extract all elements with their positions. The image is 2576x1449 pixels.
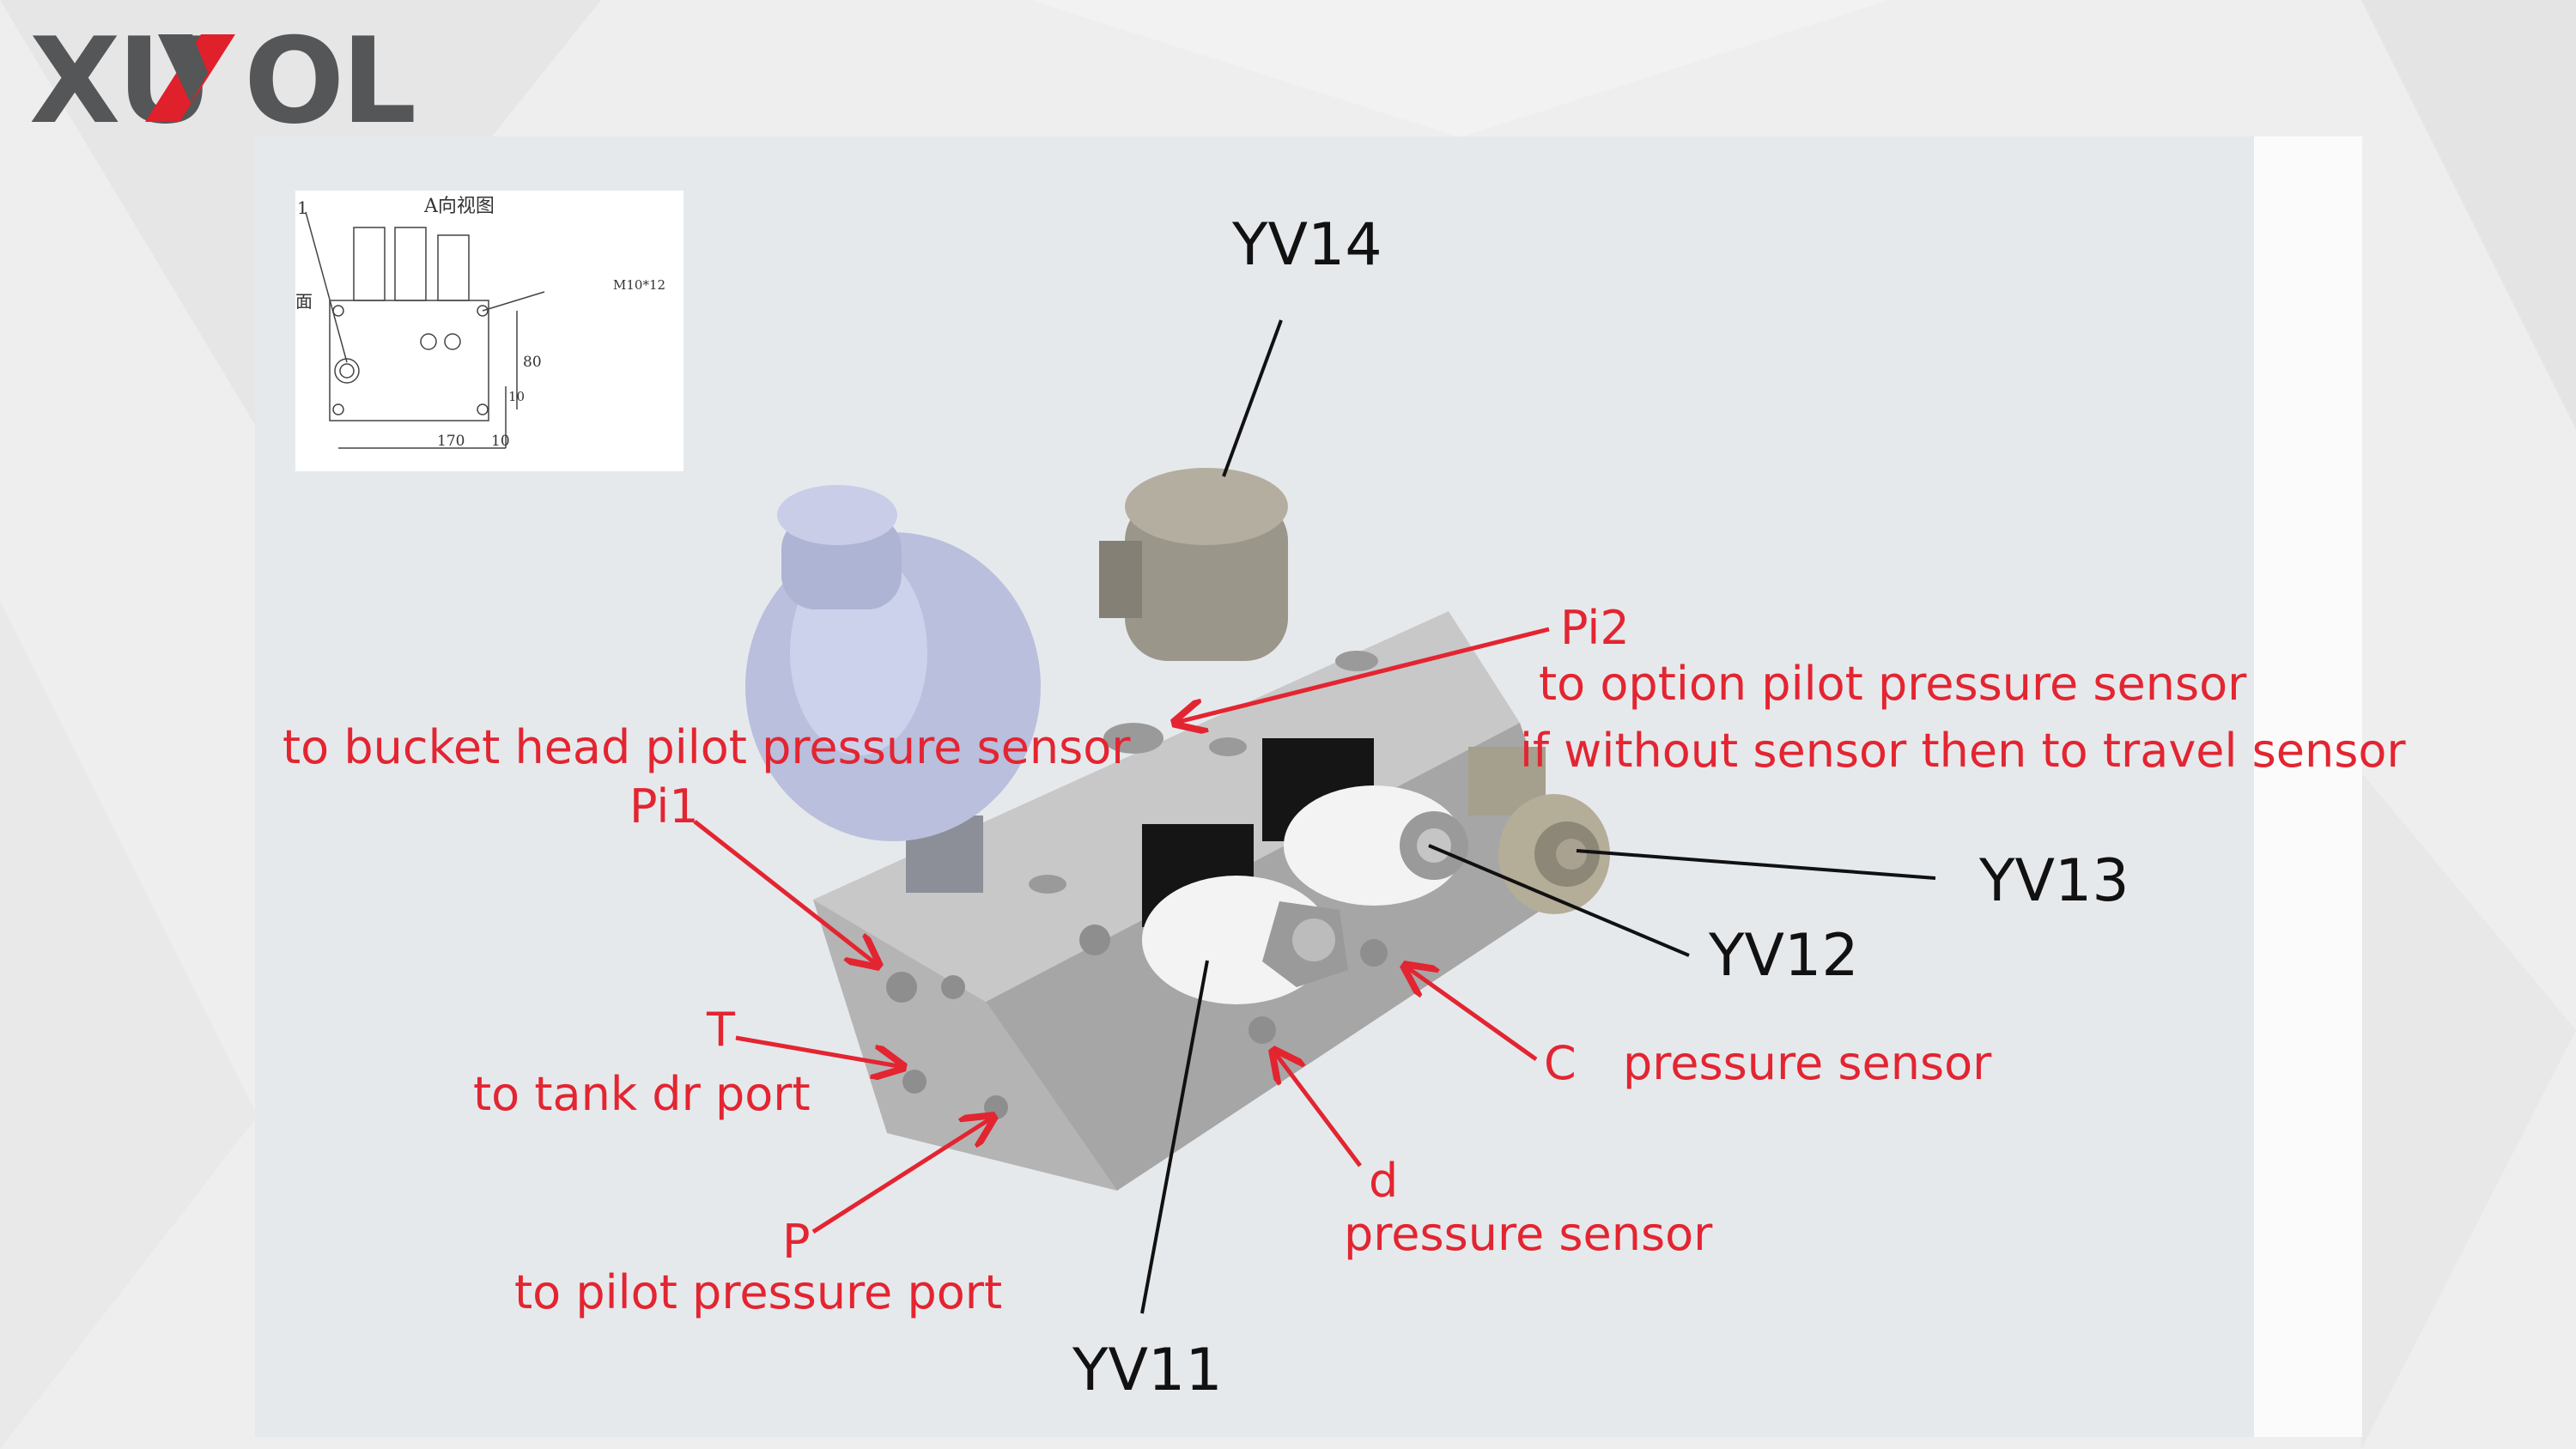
label-t: T bbox=[707, 1003, 735, 1057]
label-pi2-desc2: if without sensor then to travel sensor bbox=[1520, 724, 2406, 778]
inset-dim-small: 10 bbox=[508, 389, 525, 404]
label-pi2: Pi2 bbox=[1560, 601, 1630, 655]
inset-side-label: 面 bbox=[295, 291, 313, 312]
side-strip bbox=[2254, 136, 2362, 1437]
label-c-desc: pressure sensor bbox=[1623, 1036, 1992, 1090]
xuvol-logo: XU OL bbox=[29, 26, 417, 133]
dimension-drawing-inset: A向视图 1 面 M10*12 170 10 80 10 bbox=[295, 191, 683, 471]
label-yv12: YV12 bbox=[1709, 922, 1859, 990]
label-d-desc: pressure sensor bbox=[1344, 1207, 1713, 1261]
black-leader-lines bbox=[1140, 319, 1936, 1314]
label-pi1: Pi1 bbox=[629, 779, 699, 834]
inset-dim-offset: 10 bbox=[491, 433, 510, 450]
label-p: P bbox=[782, 1215, 811, 1269]
solenoid-yv12 bbox=[1262, 738, 1468, 906]
label-pi1-desc: to bucket head pilot pressure sensor bbox=[283, 720, 1131, 774]
label-yv11: YV11 bbox=[1072, 1337, 1223, 1404]
label-d: d bbox=[1369, 1154, 1399, 1208]
svg-text:OL: OL bbox=[244, 26, 414, 133]
solenoid-yv13 bbox=[1468, 747, 1610, 914]
solenoid-yv14 bbox=[1099, 468, 1288, 661]
label-pi2-desc1: to option pilot pressure sensor bbox=[1539, 657, 2247, 711]
inset-title: A向视图 bbox=[423, 196, 495, 217]
inset-thread: M10*12 bbox=[613, 277, 665, 293]
inset-callout: 1 bbox=[297, 197, 308, 218]
label-t-desc: to tank dr port bbox=[473, 1067, 811, 1121]
label-yv13: YV13 bbox=[1979, 847, 2129, 915]
label-c: C bbox=[1544, 1036, 1577, 1090]
inset-dim-width: 170 bbox=[437, 433, 465, 450]
label-yv14: YV14 bbox=[1232, 211, 1382, 279]
label-p-desc: to pilot pressure port bbox=[514, 1265, 1003, 1319]
red-arrows bbox=[693, 627, 1550, 1234]
accumulator bbox=[745, 485, 1041, 893]
technical-drawing: A向视图 1 面 M10*12 170 10 80 10 bbox=[295, 196, 665, 450]
inset-dim-height: 80 bbox=[523, 354, 542, 371]
solenoid-yv11 bbox=[1142, 824, 1348, 1004]
